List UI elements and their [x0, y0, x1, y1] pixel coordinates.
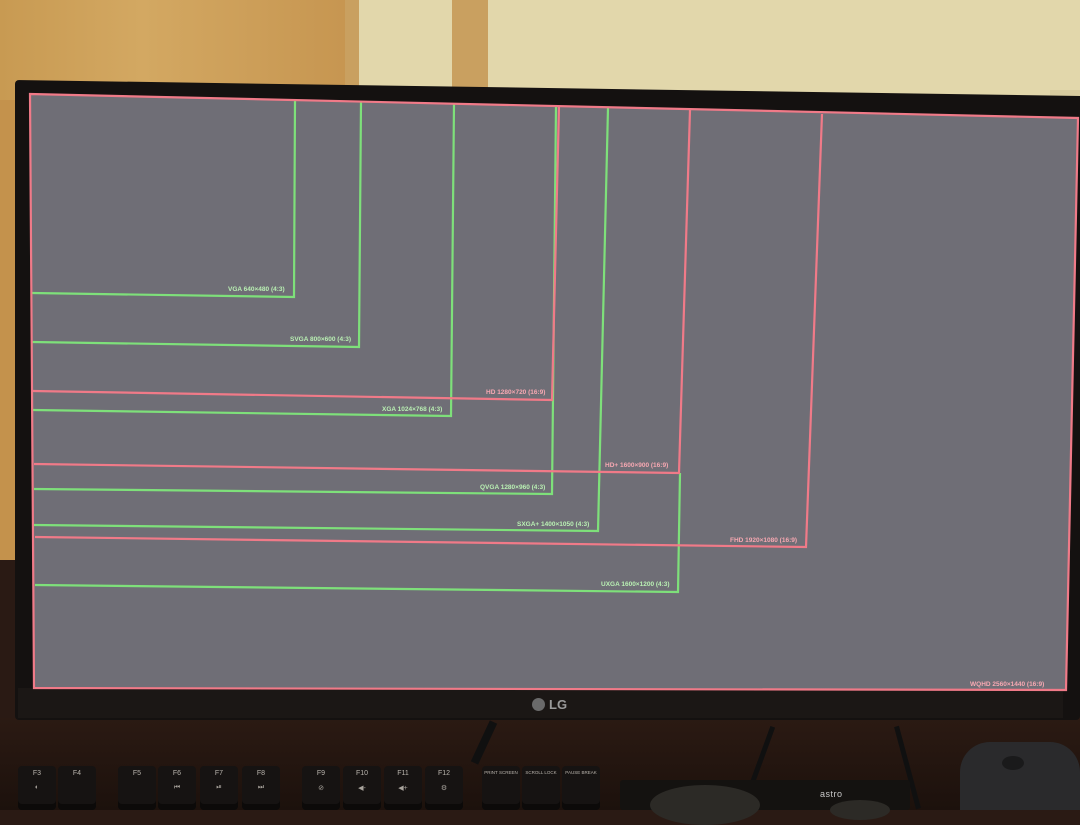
box-wqhd [28, 92, 1080, 692]
previous-track-icon: ⏮ [173, 784, 181, 791]
label-hd-plus: HD+ 1600×900 (16:9) [605, 462, 668, 469]
monitor-logo: LG [532, 697, 567, 712]
box-uxga [34, 472, 682, 594]
volume-down-icon: ◀- [358, 785, 366, 792]
key-f11[interactable]: F11◀+ [384, 766, 422, 810]
volume-up-icon: ◀+ [398, 785, 408, 792]
brand-text: LG [549, 697, 568, 712]
label-vga: VGA 640×480 (4:3) [228, 286, 285, 293]
play-pause-icon: ⏯ [216, 784, 222, 791]
mixer-knob-left[interactable] [650, 785, 760, 825]
keyboard: F3◐ F4 F5 F6⏮ F7⏯ F8⏭ F9⊘ F10◀- F11◀+ F1… [0, 762, 610, 810]
key-pause-break[interactable]: PAUSE BREAK [562, 766, 600, 810]
label-xga: XGA 1024×768 (4:3) [382, 406, 442, 413]
label-uxga: UXGA 1600×1200 (4:3) [601, 581, 670, 588]
key-f10[interactable]: F10◀- [343, 766, 381, 810]
key-print-screen[interactable]: PRINT SCREEN [482, 766, 520, 810]
label-wqhd: WQHD 2560×1440 (16:9) [970, 681, 1044, 688]
label-svga: SVGA 800×600 (4:3) [290, 336, 351, 343]
key-f6[interactable]: F6⏮ [158, 766, 196, 810]
mixer-brand: astro [820, 789, 843, 799]
wood-pillar [345, 0, 359, 92]
label-hd: HD 1280×720 (16:9) [486, 389, 545, 396]
box-hd [32, 105, 561, 402]
key-f3[interactable]: F3◐ [18, 766, 56, 810]
mixer-knob-right[interactable] [830, 800, 890, 820]
thumbstick[interactable] [1002, 756, 1024, 770]
key-f12[interactable]: F12⚙ [425, 766, 463, 810]
box-hd-plus [33, 109, 692, 475]
box-sxga-plus [33, 107, 610, 533]
lg-logo-icon [532, 698, 545, 711]
game-mode-icon: ◐ [34, 784, 40, 791]
label-qvga: QVGA 1280×960 (4:3) [480, 484, 545, 491]
box-vga [31, 99, 297, 299]
key-f7[interactable]: F7⏯ [200, 766, 238, 810]
box-fhd [34, 113, 824, 549]
label-fhd: FHD 1920×1080 (16:9) [730, 537, 797, 544]
key-f9[interactable]: F9⊘ [302, 766, 340, 810]
key-f8[interactable]: F8⏭ [242, 766, 280, 810]
next-track-icon: ⏭ [257, 784, 265, 791]
brightness-icon: ⚙ [440, 785, 448, 792]
box-xga [32, 103, 456, 418]
key-f5[interactable]: F5 [118, 766, 156, 810]
key-scroll-lock[interactable]: SCROLL LOCK [522, 766, 560, 810]
wood-pillar [452, 0, 488, 92]
box-qvga [33, 105, 558, 496]
label-sxga-plus: SXGA+ 1400×1050 (4:3) [517, 521, 589, 528]
key-f4[interactable]: F4 [58, 766, 96, 810]
game-controller [960, 742, 1080, 810]
mute-icon: ⊘ [318, 785, 324, 792]
box-svga [31, 101, 363, 349]
